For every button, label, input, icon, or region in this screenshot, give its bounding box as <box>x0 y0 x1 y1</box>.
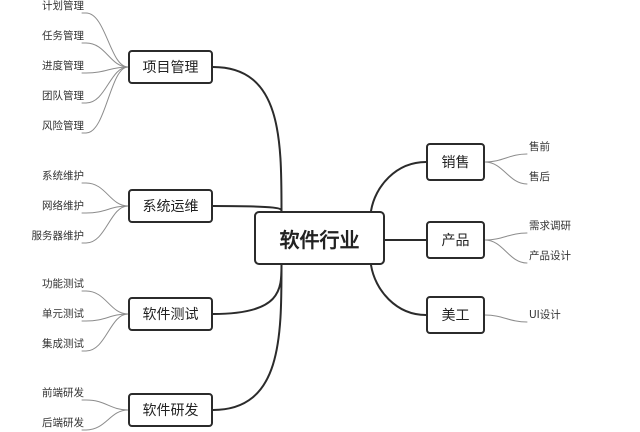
branch-label: 销售 <box>441 155 470 171</box>
branch-node-3[interactable]: 软件测试 <box>128 297 213 331</box>
branch-label: 项目管理 <box>142 60 199 76</box>
leaf-item[interactable]: UI设计 <box>529 309 561 321</box>
leaf-item[interactable]: 后端研发 <box>42 417 84 429</box>
branch-connector <box>370 264 427 316</box>
branch-node-7[interactable]: 美工 <box>426 296 485 334</box>
leaf-connector <box>484 161 528 185</box>
leaf-item[interactable]: 网络维护 <box>42 200 84 212</box>
leaf-connector <box>85 205 129 244</box>
leaf-item[interactable]: 功能测试 <box>42 278 84 290</box>
branch-connector <box>370 161 427 212</box>
leaf-item[interactable]: 风险管理 <box>42 120 84 132</box>
branch-node-4[interactable]: 软件研发 <box>128 393 213 427</box>
leaf-item[interactable]: 单元测试 <box>42 308 84 320</box>
leaf-connector <box>85 42 129 68</box>
branch-node-5[interactable]: 销售 <box>426 143 485 181</box>
leaf-connector <box>85 66 129 134</box>
leaf-item[interactable]: 需求调研 <box>529 220 571 232</box>
leaf-connector <box>85 12 129 68</box>
leaf-item[interactable]: 系统维护 <box>42 170 84 182</box>
leaf-item[interactable]: 售后 <box>529 171 550 183</box>
leaf-connector <box>484 314 528 323</box>
leaf-connector <box>85 182 129 207</box>
leaf-item[interactable]: 服务器维护 <box>31 230 85 242</box>
branch-connector <box>212 66 283 212</box>
branch-connector <box>212 205 283 212</box>
leaf-connector <box>85 313 129 322</box>
branch-label: 系统运维 <box>142 199 199 215</box>
leaf-item[interactable]: 进度管理 <box>42 60 84 72</box>
leaf-item[interactable]: 前端研发 <box>42 387 84 399</box>
leaf-connector <box>85 409 129 431</box>
branch-connector <box>212 264 283 411</box>
leaf-connector <box>484 232 528 241</box>
leaf-item[interactable]: 产品设计 <box>529 250 571 262</box>
branch-label: 美工 <box>441 308 470 324</box>
branch-label: 产品 <box>441 233 470 249</box>
leaf-connector <box>484 153 528 163</box>
leaf-connector <box>484 239 528 264</box>
leaf-connector <box>85 205 129 214</box>
branch-node-2[interactable]: 系统运维 <box>128 189 213 223</box>
leaf-connector <box>85 313 129 352</box>
leaf-item[interactable]: 计划管理 <box>42 0 84 12</box>
root-node[interactable]: 软件行业 <box>254 211 385 265</box>
root-label: 软件行业 <box>279 227 360 252</box>
leaf-item[interactable]: 团队管理 <box>42 90 84 102</box>
leaf-item[interactable]: 售前 <box>529 141 550 153</box>
branch-label: 软件研发 <box>142 403 199 419</box>
leaf-connector <box>85 290 129 315</box>
branch-node-1[interactable]: 项目管理 <box>128 50 213 84</box>
branch-connector <box>212 264 283 315</box>
branch-label: 软件测试 <box>142 307 199 323</box>
branch-node-6[interactable]: 产品 <box>426 221 485 259</box>
leaf-item[interactable]: 集成测试 <box>42 338 84 350</box>
leaf-item[interactable]: 任务管理 <box>42 30 84 42</box>
leaf-connector <box>85 399 129 411</box>
